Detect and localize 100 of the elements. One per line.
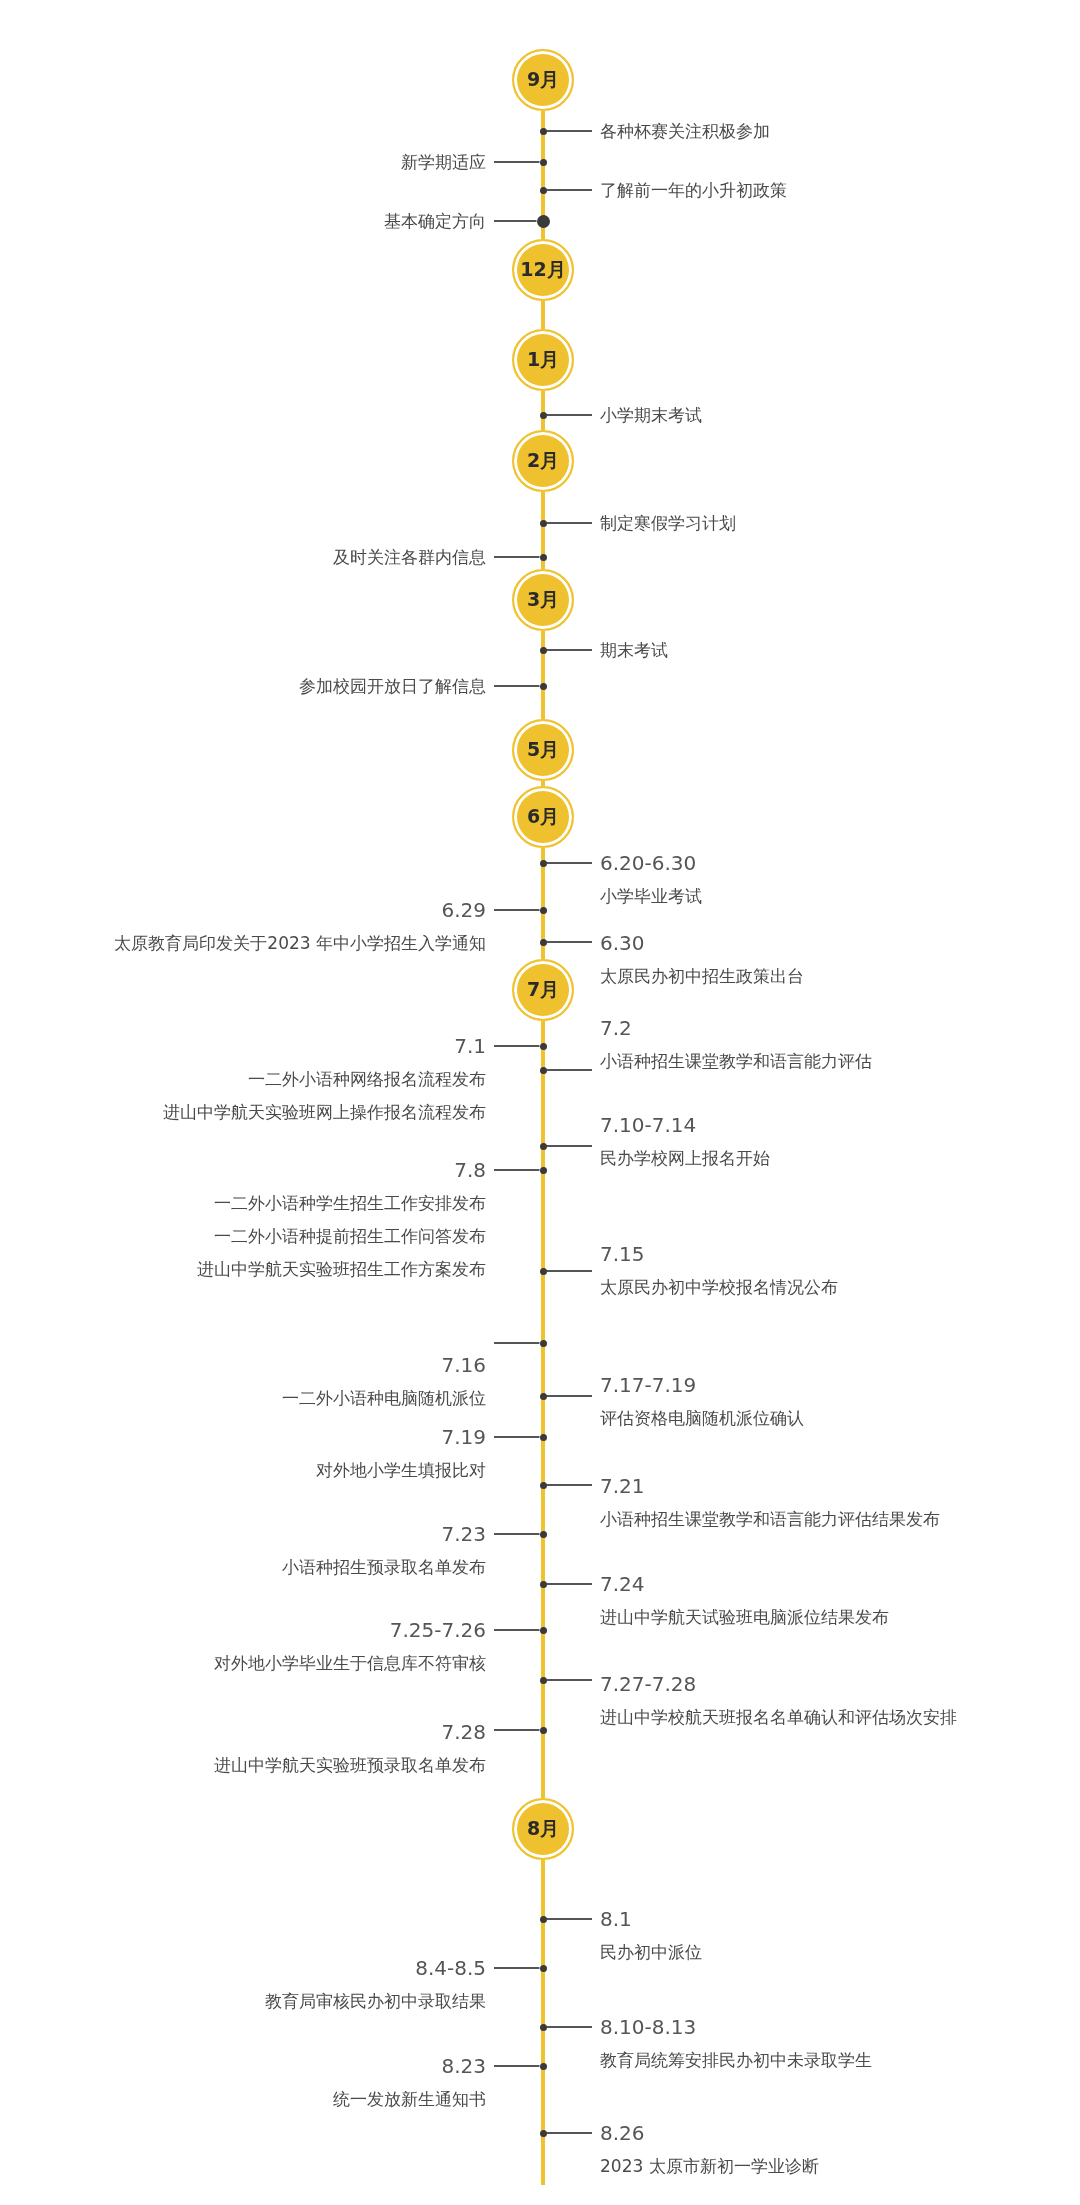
timeline-dot [539,1267,547,1275]
date-label: 7.19 [440,1423,486,1451]
event-text: 各种杯赛关注积极参加 [600,119,770,143]
event-text: 参加校园开放日了解信息 [299,674,486,698]
leader-line [545,130,593,132]
leader-line [545,414,593,416]
timeline-dot [539,1392,547,1400]
leader-line [545,1918,593,1920]
event-text: 进山中学校航天班报名名单确认和评估场次安排 [600,1705,957,1729]
timeline-dot [539,1530,547,1538]
month-circle: 7月 [512,959,574,1021]
month-circle: 3月 [512,569,574,631]
leader-line [493,1967,541,1969]
leader-line [545,1679,593,1681]
timeline-dot [539,682,547,690]
event-text: 基本确定方向 [384,209,486,233]
event-text: 对外地小学生填报比对 [316,1458,486,1482]
leader-line [545,1145,593,1147]
event-text: 太原民办初中招生政策出台 [600,964,804,988]
date-label: 8.4-8.5 [414,1954,486,1982]
timeline-dot [539,1964,547,1972]
date-label: 6.29 [440,896,486,924]
event-text: 对外地小学毕业生于信息库不符审核 [214,1651,486,1675]
leader-line [545,1395,593,1397]
date-label: 7.8 [453,1156,486,1184]
event-text: 一二外小语种提前招生工作问答发布 [213,1224,486,1248]
event-text: 了解前一年的小升初政策 [600,178,787,202]
event-text: 小语种招生课堂教学和语言能力评估结果发布 [600,1507,940,1531]
leader-line [493,1436,541,1438]
event-text: 一二外小语种电脑随机派位 [282,1386,486,1410]
event-text: 一二外小语种网络报名流程发布 [247,1067,486,1091]
timeline-line [541,492,545,569]
month-circle: 5月 [512,719,574,781]
timeline-dot [539,1580,547,1588]
timeline-dot [539,1481,547,1489]
date-label: 7.16 [440,1351,486,1379]
month-circle: 9月 [512,49,574,111]
timeline-dot [539,186,547,194]
event-text: 新学期适应 [401,150,486,174]
event-text: 进山中学航天实验班招生工作方案发布 [197,1257,486,1281]
date-label: 7.23 [440,1520,486,1548]
timeline-dot [539,1433,547,1441]
leader-line [493,1629,541,1631]
timeline-dot [539,411,547,419]
leader-line [545,1069,593,1071]
event-text: 进山中学航天实验班预录取名单发布 [214,1753,486,1777]
event-text: 小学毕业考试 [600,884,702,908]
date-label: 7.17-7.19 [600,1371,698,1399]
timeline-line [541,1021,545,1798]
event-text: 2023 太原市新初一学业诊断 [600,2154,819,2178]
timeline-line [541,1860,545,2185]
timeline-dot [539,553,547,561]
timeline-dot [539,1142,547,1150]
month-circle: 6月 [512,786,574,848]
leader-line [493,1045,541,1047]
date-label: 7.25-7.26 [388,1616,486,1644]
timeline-dot [539,1066,547,1074]
leader-line [545,862,593,864]
month-circle: 12月 [512,239,574,301]
event-text: 评估资格电脑随机派位确认 [600,1406,804,1430]
leader-line [545,1484,593,1486]
event-text: 统一发放新生通知书 [333,2087,486,2111]
timeline-line [541,781,545,786]
event-text: 及时关注各群内信息 [333,545,486,569]
timeline-dot [539,646,547,654]
date-label: 7.24 [600,1570,646,1598]
leader-line [493,2065,541,2067]
date-label: 7.27-7.28 [600,1670,698,1698]
date-label: 7.10-7.14 [600,1111,698,1139]
date-label: 8.23 [440,2052,486,2080]
leader-line [493,161,541,163]
leader-line [545,2026,593,2028]
month-circle: 1月 [512,329,574,391]
event-text: 太原教育局印发关于2023 年中小学招生入学通知 [114,931,486,955]
timeline-dot [539,2129,547,2137]
timeline-dot [539,2062,547,2070]
leader-line [493,556,541,558]
date-label: 6.30 [600,929,646,957]
event-text: 太原民办初中学校报名情况公布 [600,1275,838,1299]
timeline-dot [539,158,547,166]
event-text: 小语种招生预录取名单发布 [282,1555,486,1579]
event-text: 一二外小语种学生招生工作安排发布 [213,1191,486,1215]
leader-line [493,685,541,687]
timeline-dot [536,214,550,228]
event-text: 进山中学航天试验班电脑派位结果发布 [600,1605,889,1629]
leader-line [493,909,541,911]
leader-line [493,1169,541,1171]
event-text: 教育局审核民办初中录取结果 [265,1989,486,2013]
event-text: 制定寒假学习计划 [600,511,736,535]
leader-line [545,2132,593,2134]
leader-line [545,1583,593,1585]
timeline-dot [539,1676,547,1684]
date-label: 8.10-8.13 [600,2013,698,2041]
timeline-dot [539,1339,547,1347]
event-text: 小学期末考试 [600,403,702,427]
date-label: 7.28 [440,1718,486,1746]
leader-line [493,1342,541,1344]
date-label: 8.1 [600,1905,633,1933]
date-label: 7.21 [600,1472,646,1500]
timeline-line [541,848,545,959]
